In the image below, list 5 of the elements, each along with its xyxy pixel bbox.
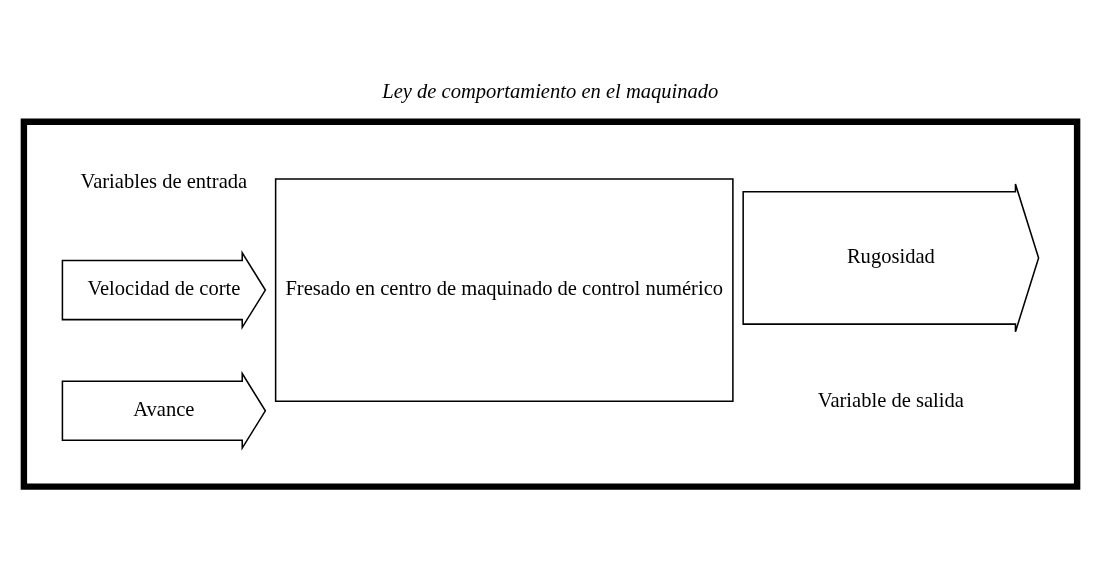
label: Variable de salida (817, 388, 964, 411)
diagram-title: Ley de comportamiento en el maquinado (382, 80, 719, 103)
cluster (20, 118, 1081, 490)
label: Variables de entrada (80, 170, 248, 193)
node-box: Fresado en centro de maquinado de control numérico (274, 178, 734, 402)
